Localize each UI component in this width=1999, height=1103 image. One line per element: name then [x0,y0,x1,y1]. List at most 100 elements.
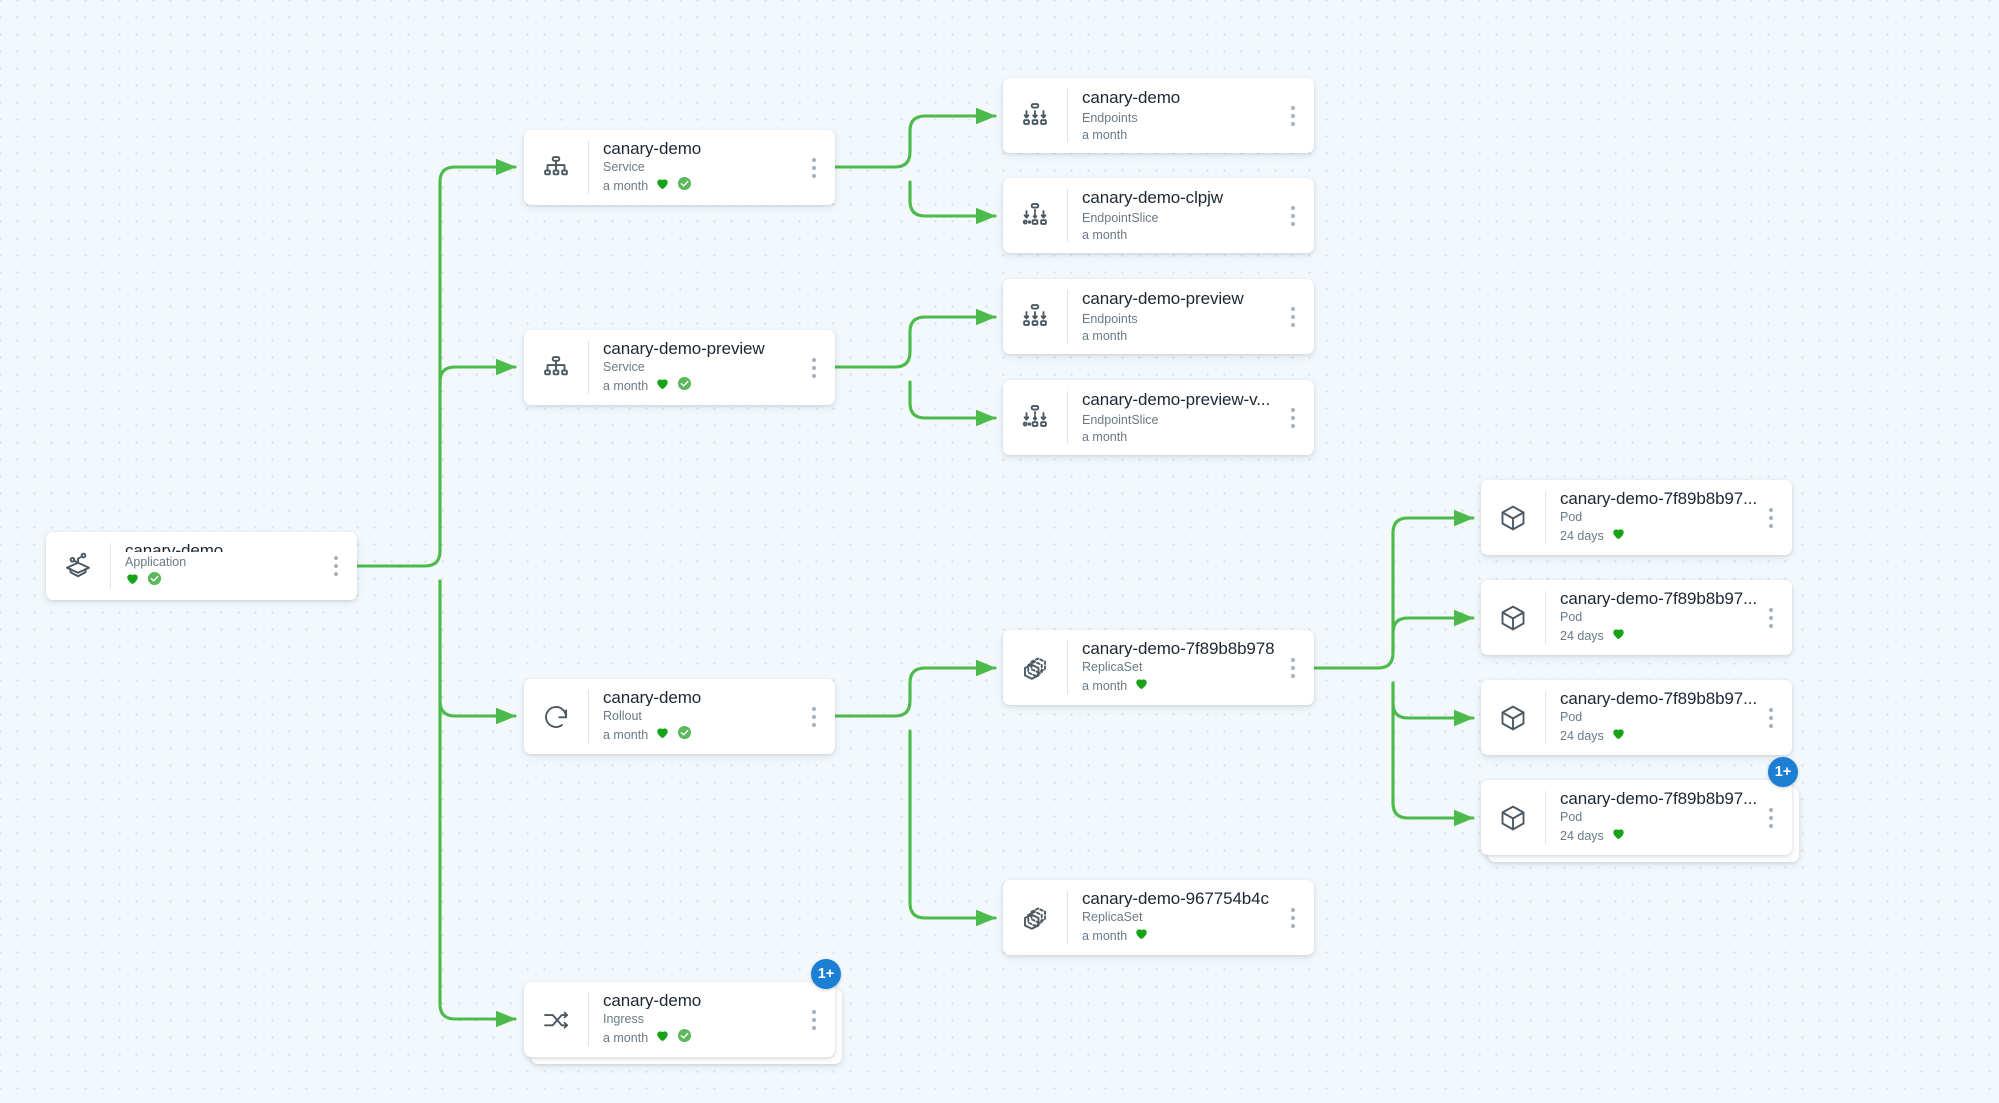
node-divider [1545,591,1546,644]
node-age: 24 days [1560,628,1604,643]
node-kind: Endpoints [1082,110,1138,125]
node-age: a month [603,178,649,193]
node-footer: 24 days [1560,526,1758,546]
health-status-icon[interactable] [1134,676,1149,696]
node-kind: Pod [1560,610,1583,624]
node-kind: Pod [1560,810,1583,824]
health-status-icon[interactable] [1611,826,1626,846]
node-kind: ReplicaSet [1082,660,1143,674]
sync-status-icon[interactable] [677,376,692,396]
node-footer: a month [1082,429,1280,446]
node-divider [1067,89,1068,142]
node-title: canary-demo-7f89b8b97... [1560,789,1758,807]
node-menu-button[interactable] [1280,880,1306,955]
node-menu-button[interactable] [801,679,827,754]
node-menu-button[interactable] [1758,480,1784,555]
node-footer: a month [603,725,801,745]
health-status-icon[interactable] [655,376,670,396]
node-divider [1067,189,1068,242]
health-status-icon[interactable] [1611,626,1626,646]
node-menu-button[interactable] [1280,78,1306,153]
rollout-icon [524,679,588,754]
health-status-icon[interactable] [125,571,140,591]
node-menu-button[interactable] [801,330,827,405]
health-status-icon[interactable] [655,176,670,196]
node-menu-button[interactable] [1280,380,1306,455]
resource-node-pod[interactable]: canary-demo-7f89b8b97... Pod 24 days [1481,780,1799,862]
node-footer: a month [1082,926,1280,946]
replicaset-icon [1003,880,1067,955]
endpoints-icon [1003,279,1067,354]
node-kind: EndpointSlice [1082,412,1159,427]
node-footer: 24 days [1560,726,1758,746]
health-status-icon[interactable] [1134,926,1149,946]
node-age: a month [603,378,649,393]
node-menu-button[interactable] [1758,780,1784,855]
health-status-icon[interactable] [1611,526,1626,546]
node-menu-button[interactable] [1758,580,1784,655]
node-age: a month [1082,127,1128,142]
node-kind: Ingress [603,1012,644,1026]
sync-status-icon[interactable] [677,176,692,196]
sync-status-icon[interactable] [677,1028,692,1048]
child-count-badge[interactable]: 1+ [811,959,841,989]
node-footer: a month [603,376,801,396]
sync-status-icon[interactable] [677,725,692,745]
health-status-icon[interactable] [1611,726,1626,746]
pod-icon [1481,680,1545,755]
node-title: canary-demo-clpjw [1082,187,1223,207]
pod-icon [1481,580,1545,655]
node-menu-button[interactable] [801,130,827,205]
node-kind: Application [125,555,187,569]
pod-icon [1481,780,1545,855]
health-status-icon[interactable] [655,1028,670,1048]
node-divider [1067,290,1068,343]
node-menu-button[interactable] [1280,279,1306,354]
health-status-icon[interactable] [655,725,670,745]
node-menu-button[interactable] [323,532,349,600]
node-divider [588,690,589,743]
node-menu-button[interactable] [801,982,827,1057]
node-title: canary-demo [125,541,224,552]
endpointslice-icon [1003,178,1067,253]
node-age: a month [1082,429,1128,444]
node-kind: Rollout [603,709,642,723]
node-title: canary-demo-preview [603,339,765,357]
ingress-icon [524,982,588,1057]
node-footer: 24 days [1560,826,1758,846]
endpoints-icon [1003,78,1067,153]
node-menu-button[interactable] [1280,178,1306,253]
node-divider [1067,641,1068,694]
node-age: 24 days [1560,528,1604,543]
node-divider [1067,391,1068,444]
child-count-badge[interactable]: 1+ [1768,757,1798,787]
node-menu-button[interactable] [1280,630,1306,705]
sync-status-icon[interactable] [147,571,162,591]
node-menu-button[interactable] [1758,680,1784,755]
node-age: a month [1082,678,1128,693]
node-title: canary-demo-7f89b8b97... [1560,689,1758,707]
node-footer [125,571,323,591]
node-footer: a month [603,1028,801,1048]
